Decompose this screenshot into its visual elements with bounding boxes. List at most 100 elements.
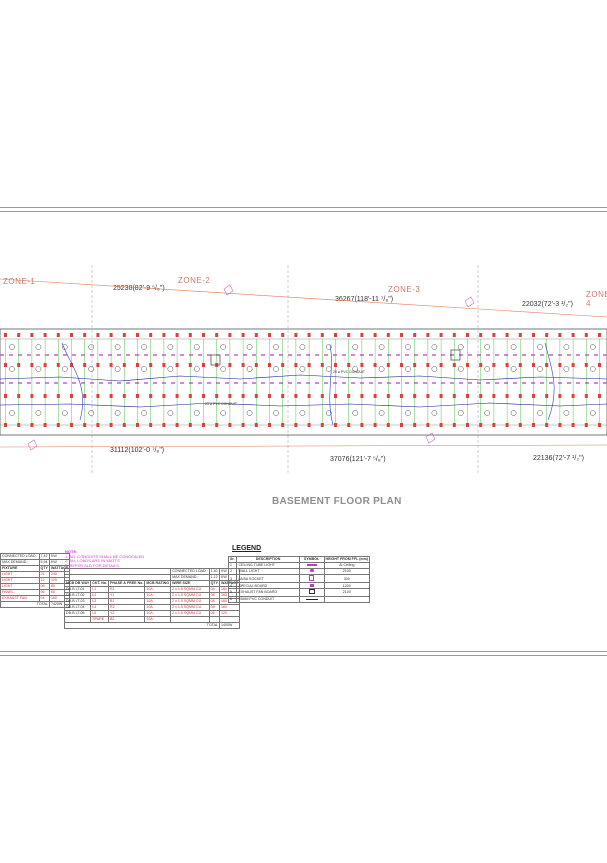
column — [545, 363, 549, 367]
column — [334, 423, 337, 427]
light-fixture — [431, 366, 438, 372]
column — [426, 333, 430, 337]
zone-label-4: ZONE-4 — [586, 290, 607, 308]
light-fixture — [352, 344, 359, 350]
column — [532, 363, 535, 367]
light-fixture — [88, 366, 95, 372]
column — [439, 363, 443, 367]
column — [505, 363, 509, 367]
column — [241, 333, 245, 337]
column — [30, 423, 34, 427]
column — [545, 423, 549, 427]
column — [83, 333, 87, 337]
column — [4, 363, 7, 367]
column — [492, 394, 496, 398]
column — [281, 363, 285, 367]
column — [281, 394, 285, 398]
pvc-conduit-note: 25 ⌀ PVC CONDUIT — [333, 370, 366, 374]
light-fixture — [352, 410, 359, 416]
light-fixture — [61, 366, 68, 372]
column — [571, 363, 575, 367]
column — [122, 363, 126, 367]
column — [360, 423, 364, 427]
light-fixture — [141, 366, 147, 372]
light-fixture — [167, 410, 174, 416]
column — [320, 423, 324, 427]
column — [439, 394, 443, 398]
column — [360, 394, 364, 398]
column — [268, 423, 271, 427]
distribution-board-1 — [210, 354, 221, 366]
light-fixture — [405, 366, 411, 372]
sheet-border-bottom — [0, 655, 607, 656]
column — [598, 423, 601, 427]
column — [452, 333, 456, 337]
column — [545, 333, 549, 337]
column — [188, 423, 192, 427]
column — [70, 423, 73, 427]
column — [439, 333, 443, 337]
dimension-bottom-2: 37076(121'-7 ⁵/₈") — [330, 456, 386, 463]
distribution-board-2 — [450, 349, 461, 361]
light-fixture — [193, 344, 200, 350]
legend-title: LEGEND — [232, 545, 262, 552]
light-fixture — [325, 344, 332, 350]
drawing-title: BASEMENT FLOOR PLAN — [272, 496, 402, 507]
column — [109, 333, 113, 337]
column — [479, 363, 483, 367]
column — [96, 423, 100, 427]
column — [281, 423, 285, 427]
column — [241, 363, 245, 367]
light-fixture — [35, 344, 42, 350]
column — [452, 423, 456, 427]
column — [294, 363, 298, 367]
light-fixture — [9, 344, 15, 350]
dimension-top-1: 25238(82'-9 ⁵/₈") — [113, 285, 165, 292]
column — [413, 363, 417, 367]
section-markers — [27, 284, 475, 451]
light-fixture — [114, 344, 121, 350]
column — [598, 333, 601, 337]
column — [294, 394, 298, 398]
light-fixture — [457, 410, 464, 416]
dimension-top-2: 36267(118'-11 ⁷/₈") — [335, 296, 394, 303]
column — [43, 363, 47, 367]
column — [386, 394, 390, 398]
column — [162, 394, 166, 398]
light-fixture — [273, 366, 279, 372]
column — [17, 333, 21, 337]
conduit-dashes-magenta — [0, 354, 607, 384]
column — [532, 394, 535, 398]
light-fixture — [563, 344, 570, 350]
column — [505, 423, 509, 427]
column — [584, 363, 588, 367]
column — [202, 363, 205, 367]
column — [479, 333, 483, 337]
column — [215, 333, 219, 337]
column — [175, 423, 179, 427]
column — [479, 394, 483, 398]
column — [373, 363, 377, 367]
column — [96, 333, 100, 337]
exhaust-fan-board-icon — [308, 589, 315, 595]
light-fixture — [246, 344, 253, 350]
column — [109, 394, 113, 398]
column — [4, 394, 7, 398]
column — [413, 394, 417, 398]
pvc-conduit-note-2: 25 ⌀ PVC CONDUIT — [205, 402, 238, 406]
column — [215, 423, 219, 427]
light-fixture — [378, 410, 385, 416]
column — [426, 423, 430, 427]
column — [320, 363, 324, 367]
column — [360, 363, 364, 367]
column — [452, 363, 456, 367]
column — [518, 363, 522, 367]
column — [188, 363, 192, 367]
light-fixture — [141, 410, 147, 416]
column — [122, 423, 126, 427]
column — [373, 333, 377, 337]
light-fixture — [325, 410, 332, 416]
